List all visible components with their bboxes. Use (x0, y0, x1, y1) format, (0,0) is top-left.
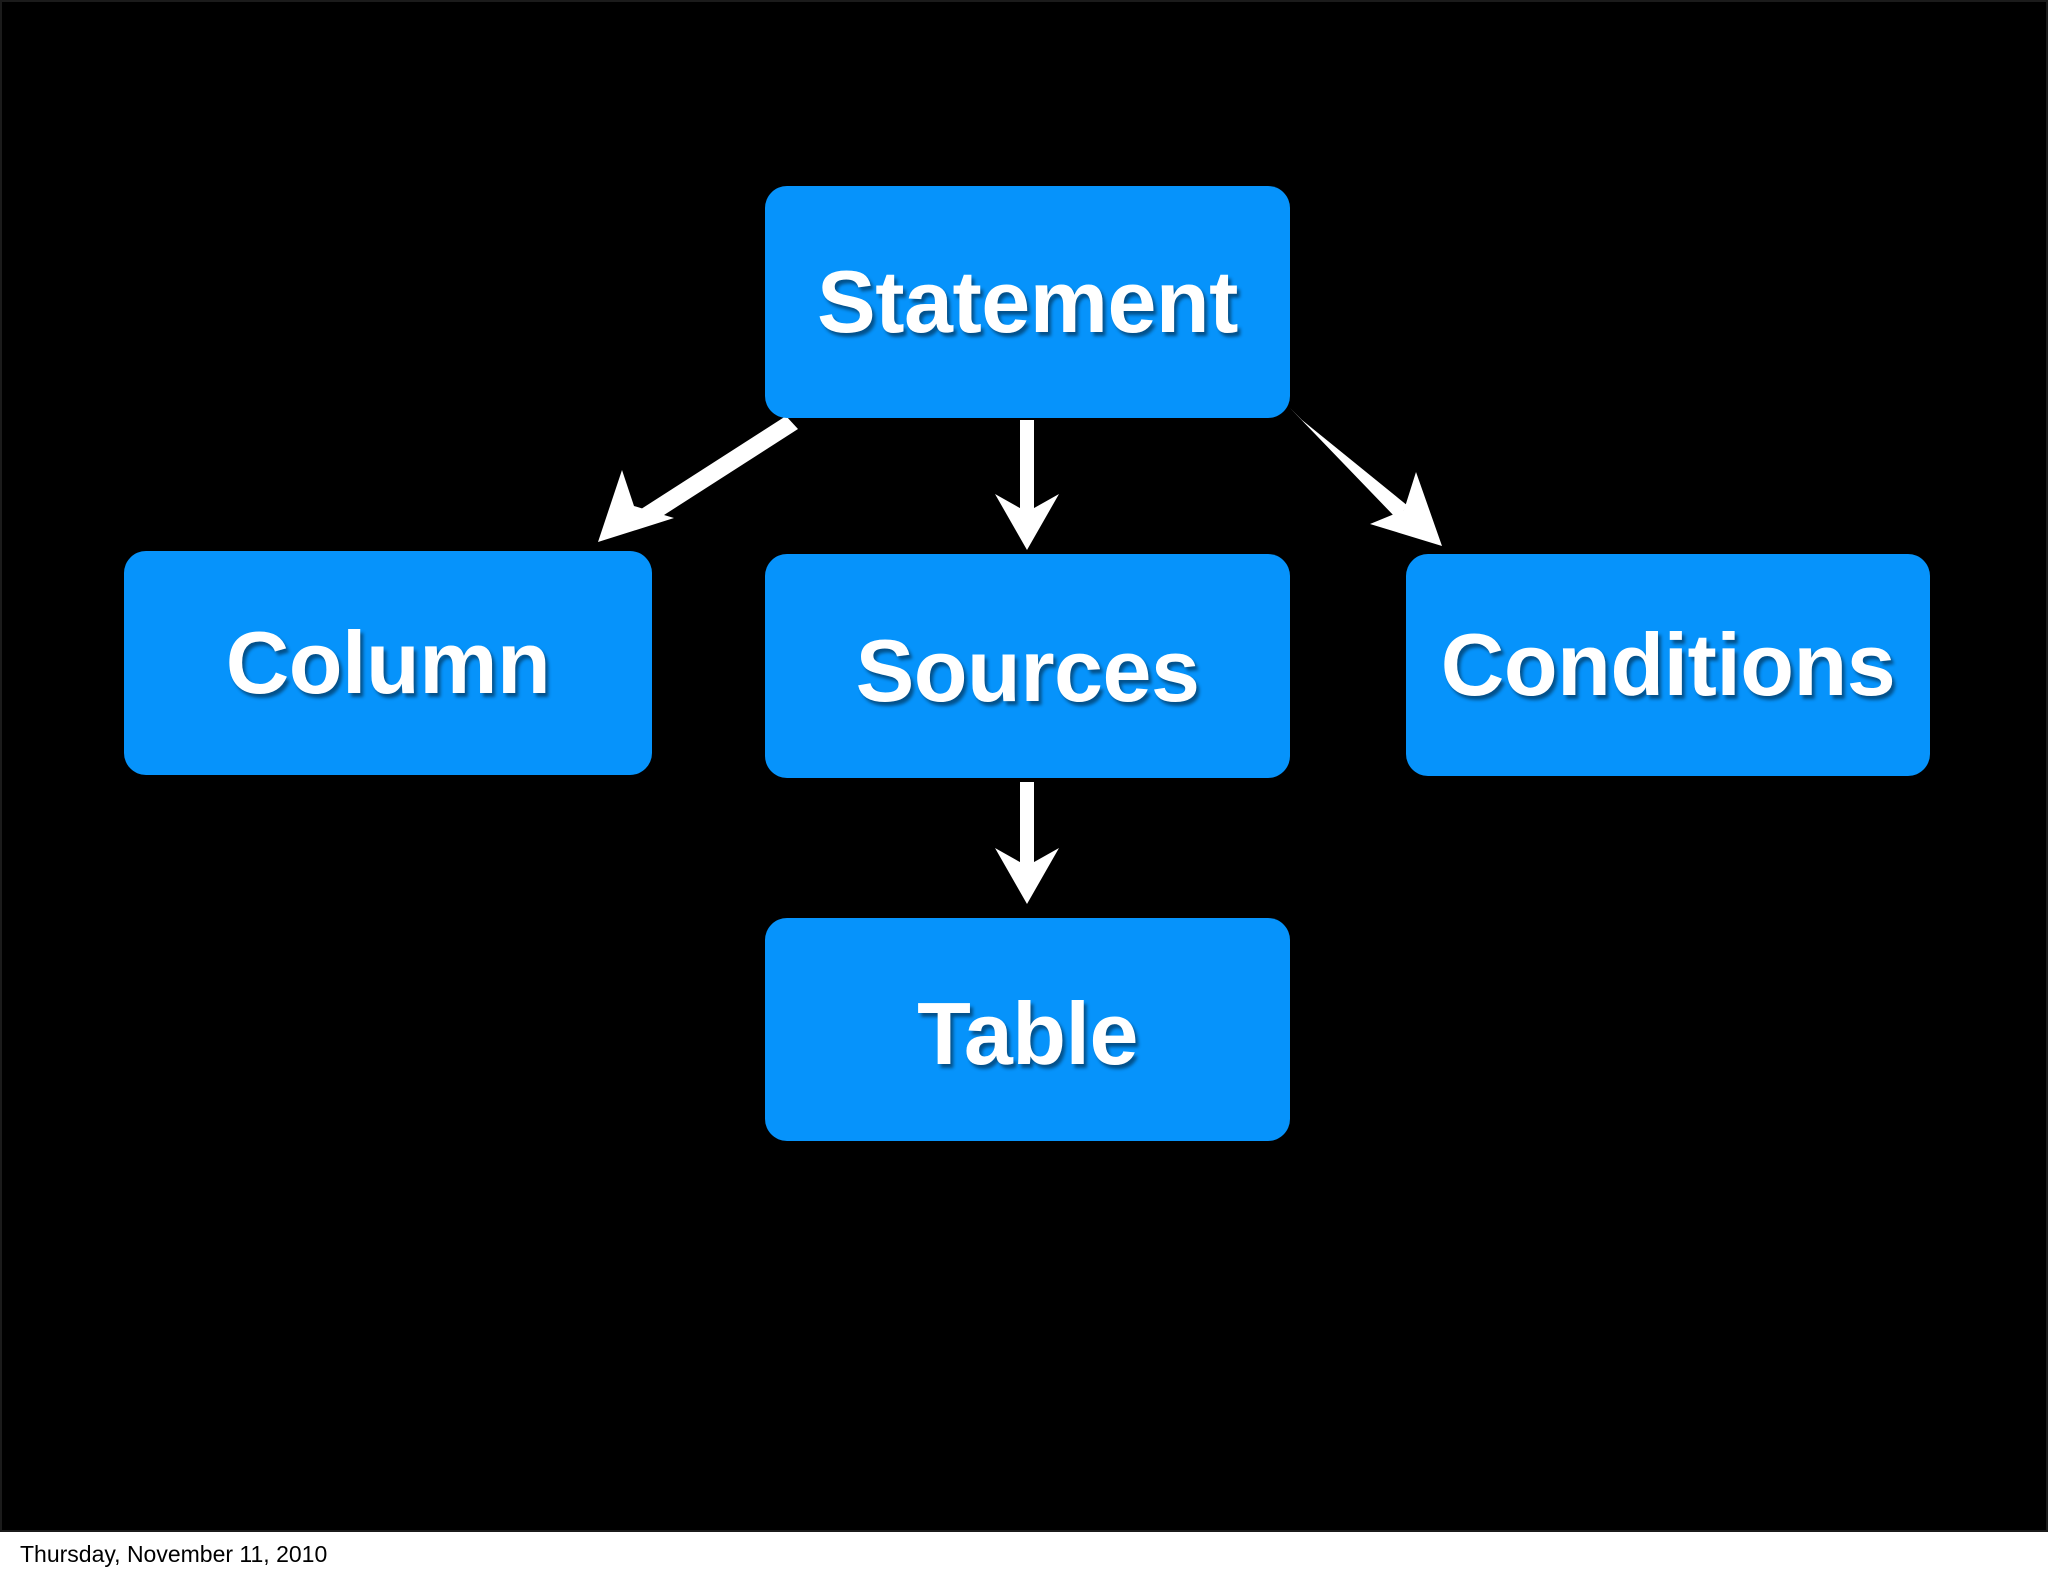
edge-sources-to-table (995, 782, 1059, 904)
diagram-node-conditions[interactable]: Conditions (1406, 554, 1930, 776)
diagram-node-table-label: Table (917, 983, 1138, 1083)
slide-footer: Thursday, November 11, 2010 (0, 1532, 2048, 1576)
diagram-node-sources[interactable]: Sources (765, 554, 1290, 778)
edge-statement-to-conditions (1290, 408, 1442, 546)
diagram-node-statement[interactable]: Statement (765, 186, 1290, 418)
diagram-node-conditions-label: Conditions (1440, 615, 1896, 714)
diagram-node-statement-label: Statement (817, 252, 1238, 351)
slide-canvas: Statement Column Sources Conditions Tabl… (0, 0, 2048, 1532)
diagram-node-column[interactable]: Column (124, 551, 652, 775)
footer-date-label: Thursday, November 11, 2010 (20, 1540, 328, 1567)
diagram-node-table[interactable]: Table (765, 918, 1290, 1141)
edge-statement-to-column (598, 416, 798, 542)
diagram-node-column-label: Column (225, 613, 551, 712)
diagram-node-sources-label: Sources (855, 621, 1200, 720)
edge-statement-to-sources (995, 420, 1059, 550)
